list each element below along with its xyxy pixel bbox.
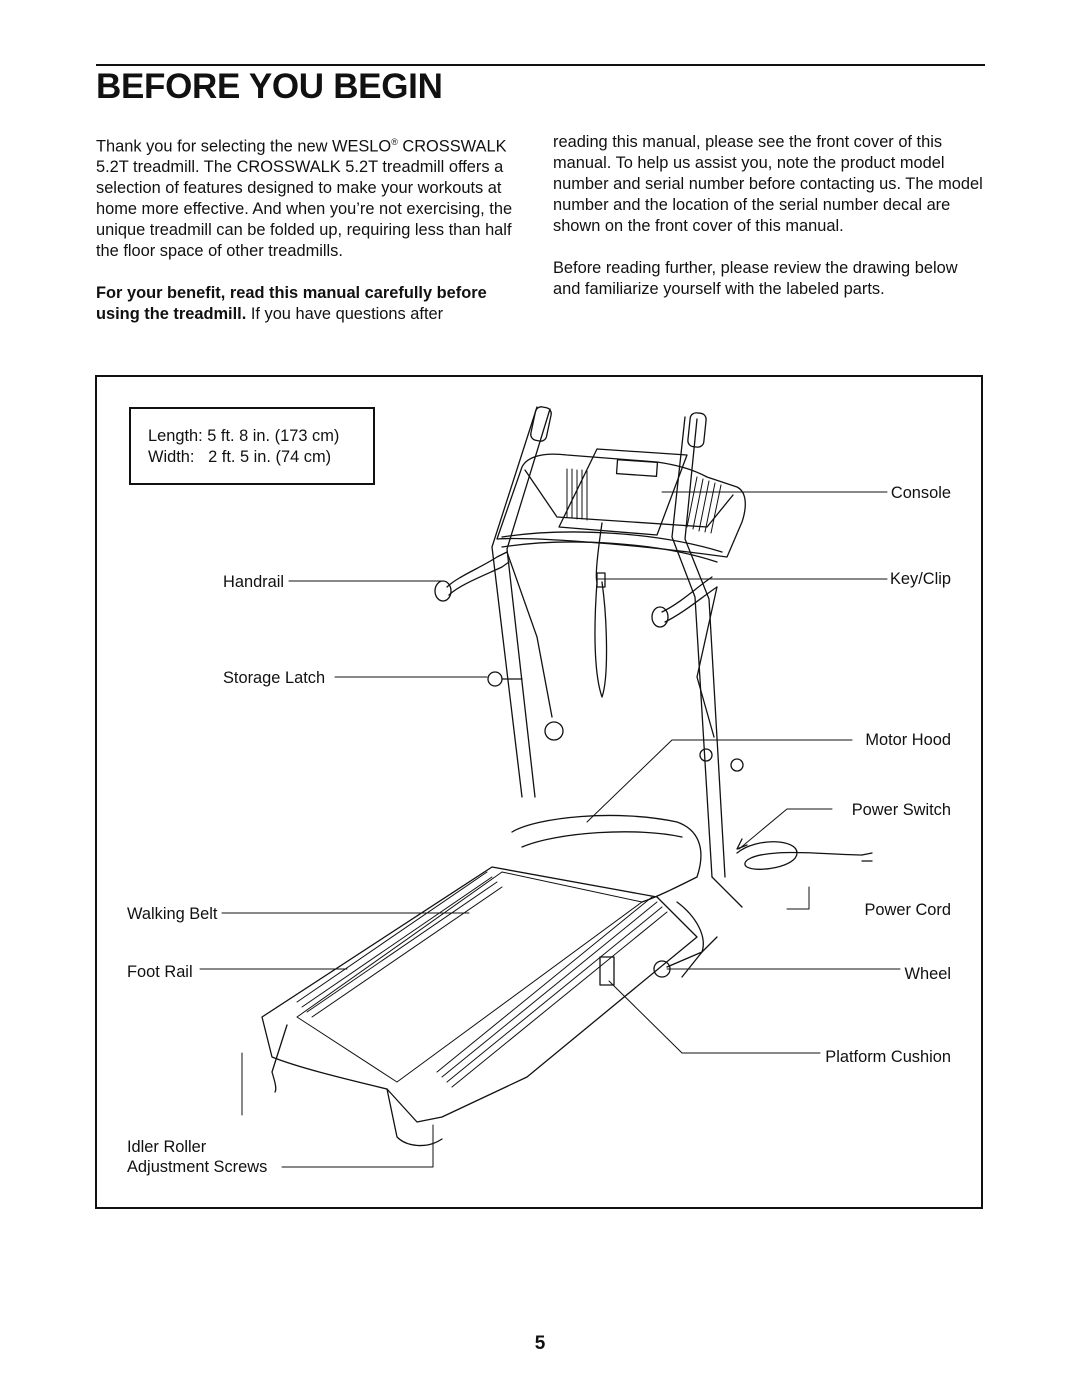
intro-text: CROSSWALK 5.2T treadmill. The CROSSWALK … [96,137,513,261]
label-platform-cushion: Platform Cushion [825,1048,951,1066]
label-idler-roller: Idler Roller [127,1138,207,1156]
intro-text: Thank you for selecting the new WESLO [96,137,392,156]
intro-paragraph-2: For your benefit, read this manual caref… [96,283,526,325]
length-text: Length: 5 ft. 8 in. (173 cm) [148,427,340,445]
label-power-switch: Power Switch [851,801,951,819]
treadmill-figure: Length: 5 ft. 8 in. (173 cm) Width: 2 ft… [95,375,983,1209]
intro-paragraph-3: Before reading further, please review th… [553,259,958,298]
page-number: 5 [534,1333,546,1354]
intro-left-column: Thank you for selecting the new WESLO® C… [96,132,526,346]
registered-mark: ® [391,137,398,147]
label-handrail: Handrail [223,573,285,591]
label-key-clip: Key/Clip [889,570,951,588]
intro-paragraph-2-continued: reading this manual, please see the fron… [553,133,983,235]
page-title: BEFORE YOU BEGIN [96,67,443,106]
header-rule [96,64,985,66]
intro-paragraph-1: Thank you for selecting the new WESLO® C… [96,132,526,262]
intro-bold-notice: For your benefit, read this manual caref… [96,284,487,324]
label-storage-latch: Storage Latch [223,669,326,687]
label-adjustment-screws: Adjustment Screws [127,1158,268,1176]
label-console: Console [890,484,951,502]
label-wheel: Wheel [904,965,951,983]
label-foot-rail: Foot Rail [127,963,193,981]
label-power-cord: Power Cord [864,901,951,919]
label-walking-belt: Walking Belt [127,905,218,923]
intro-right-column: reading this manual, please see the fron… [553,132,983,321]
dimensions-box: Length: 5 ft. 8 in. (173 cm) Width: 2 ft… [129,407,375,485]
label-motor-hood: Motor Hood [865,731,951,749]
intro-text: If you have questions after [246,305,444,324]
width-text: Width: 2 ft. 5 in. (74 cm) [148,448,332,466]
treadmill-drawing [199,406,901,1168]
